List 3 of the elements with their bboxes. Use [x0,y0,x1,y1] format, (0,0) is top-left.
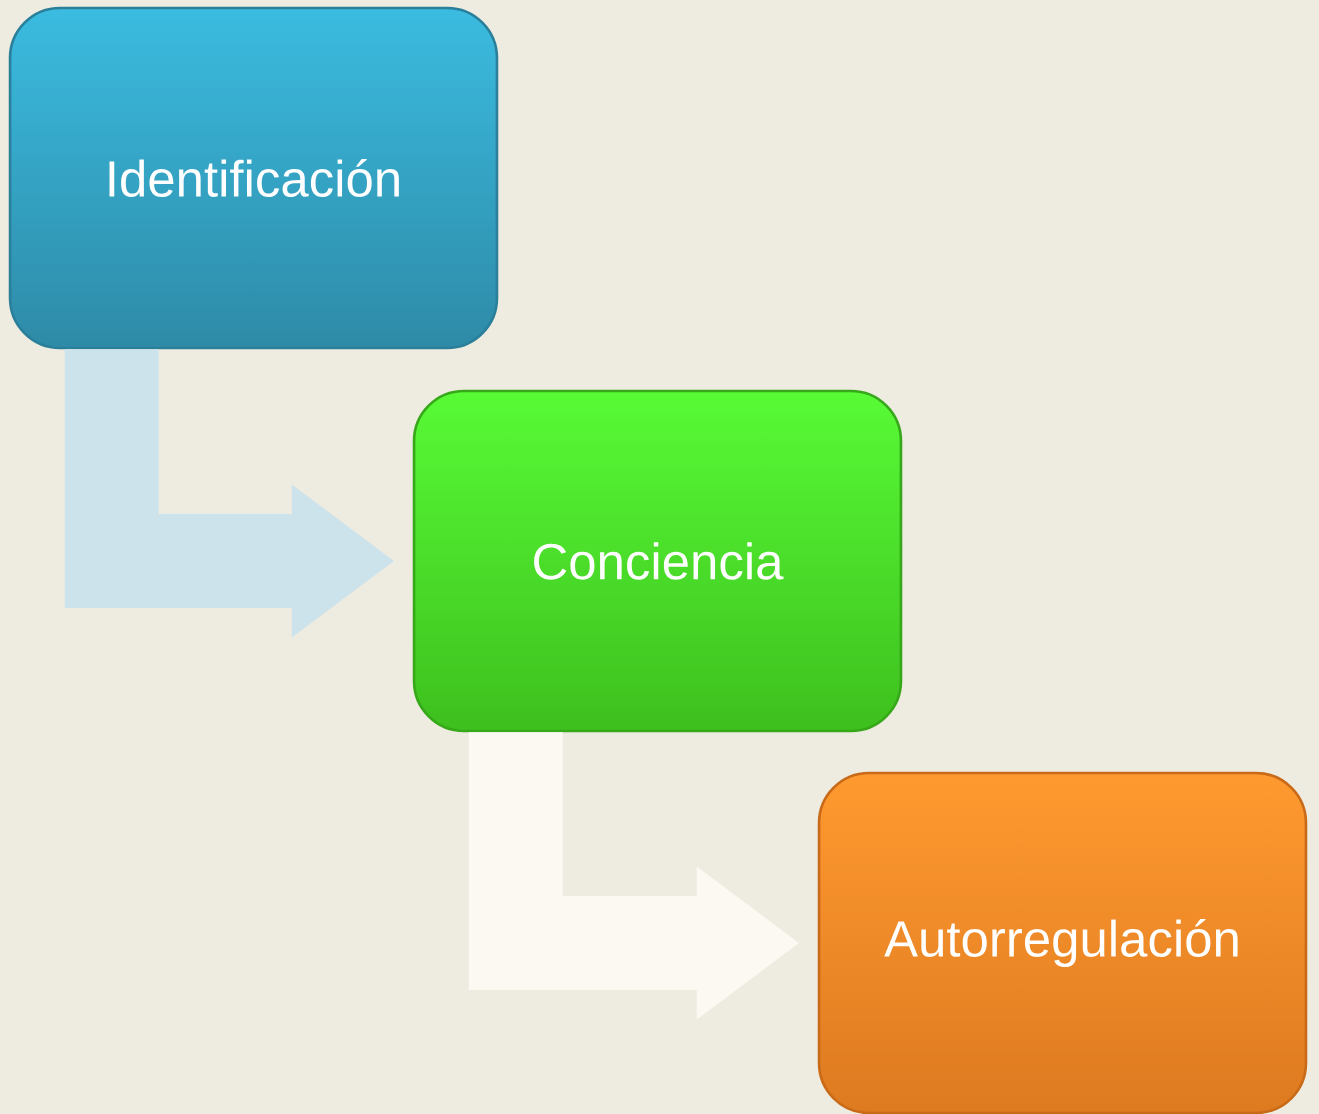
process-box: Conciencia [412,389,903,733]
process-box: Autorregulación [817,771,1308,1114]
process-box: Identificación [8,6,499,350]
